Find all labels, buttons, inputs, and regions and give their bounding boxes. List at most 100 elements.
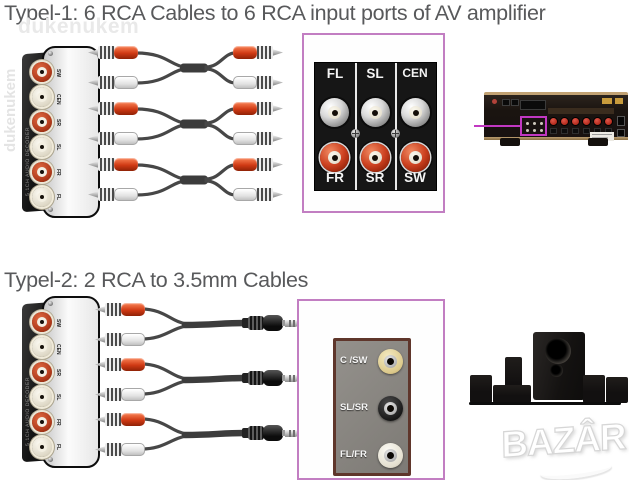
jack-label: FR bbox=[55, 419, 61, 426]
rca-plug-white bbox=[95, 443, 145, 456]
decoder-unit-2: 5.1CH AUDIO DECODER SW CEN SR SL FR FL bbox=[22, 296, 100, 468]
rca-port-sl bbox=[360, 98, 390, 127]
dual-rca-cable bbox=[88, 46, 283, 90]
rca-plug-red bbox=[88, 102, 138, 115]
rca-plug-red bbox=[95, 413, 145, 426]
rca-jack-sl bbox=[32, 137, 52, 157]
plug-35mm bbox=[242, 425, 300, 441]
jack-label: CEN bbox=[55, 344, 61, 355]
rca-jack-sr bbox=[32, 362, 52, 382]
rca-port-sw bbox=[401, 143, 430, 172]
satellite-speaker bbox=[606, 377, 628, 403]
rca-panel-plate: FL SL CEN FR SR SW bbox=[315, 63, 436, 190]
rca-plug-white bbox=[95, 333, 145, 346]
power-indicator bbox=[492, 99, 497, 104]
decoder-unit-1: 5.1CH AUDIO DECODER SW CEN SR SL FR FL bbox=[22, 46, 100, 218]
terminal-base bbox=[583, 128, 590, 134]
rca-jack-cen bbox=[32, 337, 52, 357]
port-label-slsr: SL/SR bbox=[340, 402, 368, 413]
rca-jack-sl bbox=[32, 387, 52, 407]
amp-foot bbox=[588, 138, 608, 146]
port-label-sr: SR bbox=[365, 170, 385, 185]
jack-label: FR bbox=[55, 169, 61, 176]
rca-plug-red bbox=[233, 102, 283, 115]
port-label-flfr: FL/FR bbox=[340, 449, 367, 460]
rca-jack-fr bbox=[32, 412, 52, 432]
rca-jack-cen bbox=[32, 87, 52, 107]
terminal-base bbox=[550, 128, 557, 134]
satellite-speaker bbox=[470, 375, 492, 403]
decoder-side-label: 5.1CH AUDIO DECODER bbox=[25, 376, 31, 446]
rca-plug-white bbox=[233, 132, 283, 145]
35mm-panel-plate: C /SW SL/SR FL/FR bbox=[333, 338, 411, 476]
jack-label: SR bbox=[55, 369, 61, 376]
jack-label: FL bbox=[55, 194, 61, 201]
amp-connector bbox=[511, 99, 519, 106]
rca-port-sr bbox=[360, 143, 390, 172]
rca-plug-red bbox=[233, 158, 283, 171]
terminal-base bbox=[561, 128, 568, 134]
seller-watermark-vertical: dukenukem bbox=[2, 68, 19, 152]
speaker-terminal bbox=[605, 118, 612, 125]
terminal-base bbox=[572, 128, 579, 134]
jack-label: FL bbox=[55, 444, 61, 451]
highlight-arrow bbox=[474, 125, 520, 127]
35mm-input-panel: C /SW SL/SR FL/FR bbox=[297, 299, 445, 480]
amp-port bbox=[617, 116, 625, 126]
rca-input-highlight-box bbox=[520, 116, 547, 136]
rca-to-35mm-cable bbox=[95, 303, 300, 348]
speaker-terminal bbox=[594, 118, 601, 125]
av-amplifier bbox=[474, 92, 628, 149]
jack-35mm-csw bbox=[378, 349, 403, 374]
warning-label bbox=[615, 98, 623, 104]
rca-jack-fl bbox=[32, 437, 52, 457]
subwoofer bbox=[533, 332, 585, 400]
rca-jack-sr bbox=[32, 112, 52, 132]
rca-port-fr bbox=[320, 143, 349, 172]
jack-label: SW bbox=[55, 69, 61, 78]
port-label-sw: SW bbox=[404, 170, 426, 185]
rca-plug-white bbox=[88, 188, 138, 201]
port-label-csw: C /SW bbox=[340, 355, 368, 366]
center-speaker bbox=[493, 385, 531, 403]
seller-watermark-horizontal: dukenukem bbox=[18, 15, 140, 38]
section1-title: Typel-1: 6 RCA Cables to 6 RCA input por… bbox=[4, 1, 546, 25]
screw-icon bbox=[48, 301, 53, 306]
port-label-fr: FR bbox=[326, 170, 344, 185]
rca-port-fl bbox=[320, 98, 349, 127]
satellite-speaker bbox=[583, 375, 605, 403]
port-label-cen: CEN bbox=[402, 66, 428, 80]
rca-plug-red bbox=[95, 303, 145, 316]
plug-35mm bbox=[242, 370, 300, 386]
speaker-terminal bbox=[550, 118, 557, 125]
speaker-terminal bbox=[572, 118, 579, 125]
warning-label bbox=[602, 98, 612, 104]
subwoofer-driver bbox=[550, 364, 563, 377]
decoder-face bbox=[42, 46, 100, 218]
amp-connector bbox=[502, 99, 510, 106]
rca-port-cen bbox=[401, 98, 430, 127]
rca-plug-red bbox=[233, 46, 283, 59]
marketplace-logo: BAZÂR bbox=[500, 415, 626, 466]
amp-port bbox=[617, 129, 625, 137]
screw-icon bbox=[351, 129, 360, 138]
rca-to-35mm-cable bbox=[95, 358, 300, 403]
section2-title: Typel-2: 2 RCA to 3.5mm Cables bbox=[4, 268, 309, 292]
decoder-face bbox=[42, 296, 100, 468]
subwoofer-port bbox=[545, 338, 571, 364]
jack-label: SW bbox=[55, 319, 61, 328]
rca-jack-sw bbox=[32, 62, 52, 82]
rca-jack-fr bbox=[32, 162, 52, 182]
jack-label: CEN bbox=[55, 94, 61, 105]
port-label-fl: FL bbox=[326, 66, 344, 81]
jack-label: SR bbox=[55, 119, 61, 126]
screw-icon bbox=[391, 129, 400, 138]
rca-jack-fl bbox=[32, 187, 52, 207]
rca-plug-red bbox=[88, 46, 138, 59]
rca-plug-white bbox=[88, 76, 138, 89]
plug-35mm bbox=[242, 315, 300, 331]
jack-label: SL bbox=[55, 144, 61, 151]
rca-plug-white bbox=[233, 188, 283, 201]
dual-rca-cable bbox=[88, 158, 283, 202]
